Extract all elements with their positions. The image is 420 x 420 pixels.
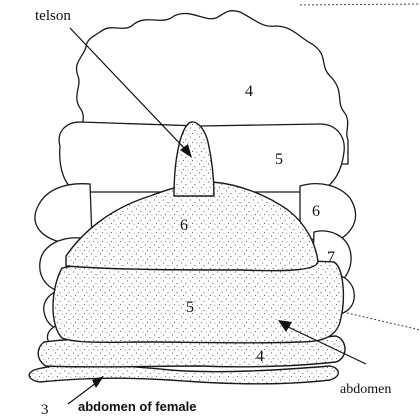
segment-3-plate: [29, 365, 338, 384]
segment-5-upper-label: 5: [275, 151, 283, 168]
segment-6-right-label: 6: [312, 203, 320, 220]
segment-5-lower-plate: [53, 261, 343, 343]
abdomen-label: abdomen: [340, 382, 391, 397]
segment-3-label: 3: [41, 402, 49, 418]
segment-6-center-label: 6: [180, 217, 188, 234]
left-margin-lobe-1: [35, 184, 92, 242]
figure-caption: abdomen of female: [78, 399, 196, 414]
dashed-guide-bottom: [343, 312, 420, 330]
segment-4-upper-label: 4: [245, 83, 253, 100]
segment-7-label: 7: [327, 249, 335, 266]
dashed-guide-top: [300, 4, 420, 5]
segment-4-lower-label: 4: [256, 348, 264, 365]
segment-5-lower-label: 5: [186, 299, 194, 316]
telson-label: telson: [35, 8, 71, 24]
